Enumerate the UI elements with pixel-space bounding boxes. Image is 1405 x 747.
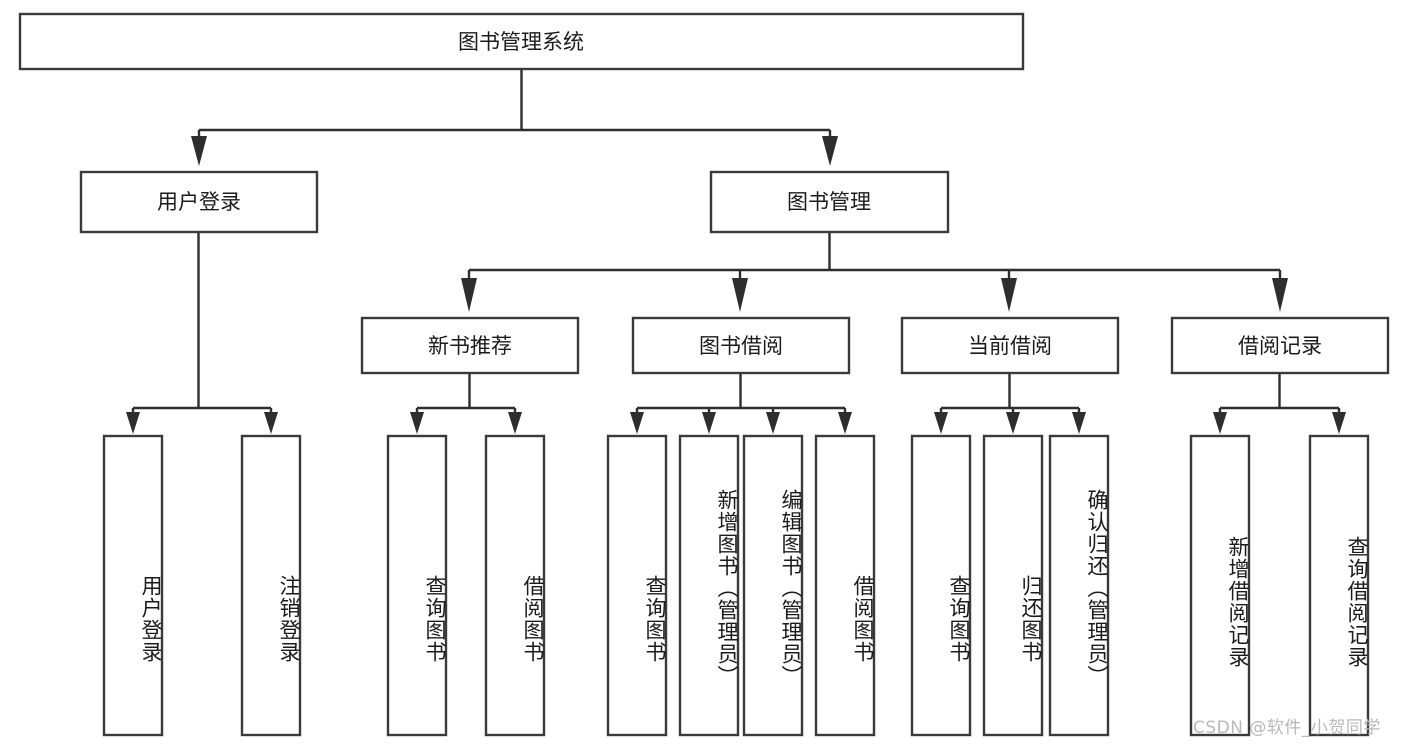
node-leaf-edit-book-admin-rect[interactable] [742, 434, 804, 737]
arrow-head-leaf-user-login [126, 412, 140, 434]
node-level2-book-borrow-rect[interactable] [631, 316, 851, 375]
arrow-head-book-borrow [732, 278, 748, 312]
connector-group-currentborrow-to-leaves [934, 373, 1086, 434]
node-leaf-query-book-newbook-rect[interactable] [386, 434, 448, 737]
arrow-head-borrow-record [1272, 278, 1288, 312]
node-level2-book-borrow-label: 图书借阅 [699, 334, 783, 358]
arrow-head-newbook-leaf1 [410, 412, 424, 434]
node-level2-book-borrow[interactable]: 图书借阅 [631, 316, 851, 375]
connector-group-borrowrecord-to-leaves [1213, 373, 1346, 434]
node-leaf-query-book-current-rect[interactable] [910, 434, 972, 737]
node-root[interactable]: 图书管理系统 [18, 12, 1025, 71]
arrow-head-bookborrow-leaf3 [766, 412, 780, 434]
node-leaf-return-book-rect[interactable] [982, 434, 1044, 737]
node-level2-borrow-record[interactable]: 借阅记录 [1170, 316, 1390, 375]
node-leaf-add-book-admin-rect[interactable] [678, 434, 740, 737]
node-level1-user-login-rect[interactable] [79, 170, 319, 234]
node-leaf-logout-rect[interactable] [240, 434, 302, 737]
arrow-head-bookborrow-leaf2 [702, 412, 716, 434]
arrow-head-leaf-logout [264, 412, 278, 434]
node-level1-book-manage[interactable]: 图书管理 [709, 170, 950, 234]
node-leaf-user-login-rect[interactable] [102, 434, 164, 737]
node-level2-borrow-record-rect[interactable] [1170, 316, 1390, 375]
connector-group-bookborrow-to-leaves [630, 373, 852, 434]
node-level2-borrow-record-label: 借阅记录 [1238, 334, 1322, 358]
node-level1-book-manage-rect[interactable] [709, 170, 950, 234]
arrow-head-current-borrow [1001, 278, 1017, 312]
arrow-head-book-manage [822, 136, 838, 166]
node-leaf-query-borrow-record-rect[interactable] [1308, 434, 1370, 737]
connector-group-userlogin-to-leaves [126, 232, 278, 434]
connector-group-newbook-to-leaves [410, 373, 522, 434]
node-level2-current-borrow[interactable]: 当前借阅 [900, 316, 1120, 375]
arrow-head-bookborrow-leaf1 [630, 412, 644, 434]
node-root-rect[interactable] [18, 12, 1025, 71]
arrow-head-bookborrow-leaf4 [838, 412, 852, 434]
arrow-head-borrowrecord-leaf2 [1332, 412, 1346, 434]
csdn-watermark: CSDN @软件_小贺同学 [1193, 718, 1381, 738]
node-leaf-confirm-return-admin-rect[interactable] [1048, 434, 1110, 737]
arrow-head-new-book [461, 278, 477, 312]
node-leaf-add-borrow-record-rect[interactable] [1189, 434, 1251, 737]
node-leaf-borrow-book-rect[interactable] [814, 434, 876, 737]
node-level1-book-manage-label: 图书管理 [787, 190, 871, 214]
connector-group-bookmanage-to-level2 [461, 232, 1288, 312]
node-level2-new-book-recommend-rect[interactable] [360, 316, 580, 375]
node-level1-user-login-label: 用户登录 [157, 190, 241, 214]
arrow-head-currentborrow-leaf3 [1072, 412, 1086, 434]
arrow-head-newbook-leaf2 [508, 412, 522, 434]
node-level1-user-login[interactable]: 用户登录 [79, 170, 319, 234]
connector-group-root-to-level1 [191, 69, 838, 166]
node-leaf-query-book-borrow-rect[interactable] [606, 434, 668, 737]
arrow-head-currentborrow-leaf1 [934, 412, 948, 434]
node-level2-new-book-recommend-label: 新书推荐 [428, 334, 512, 358]
node-leaf-borrow-book-newbook-rect[interactable] [484, 434, 546, 737]
arrow-head-currentborrow-leaf2 [1006, 412, 1020, 434]
node-root-label: 图书管理系统 [458, 30, 584, 54]
node-level2-new-book-recommend[interactable]: 新书推荐 [360, 316, 580, 375]
arrow-head-borrowrecord-leaf1 [1213, 412, 1227, 434]
node-level2-current-borrow-rect[interactable] [900, 316, 1120, 375]
node-level2-current-borrow-label: 当前借阅 [968, 334, 1052, 358]
arrow-head-user-login [191, 136, 207, 166]
